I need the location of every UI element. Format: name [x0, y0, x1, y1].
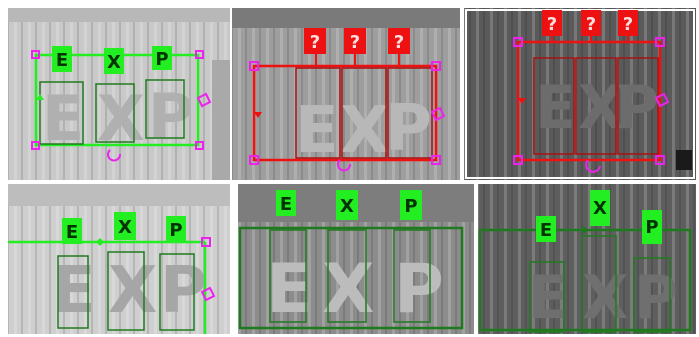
panel-top-right: E X P [464, 8, 696, 180]
svg-text:X: X [582, 263, 628, 333]
tag-label: P [155, 49, 168, 70]
svg-text:X: X [340, 94, 389, 168]
svg-text:E: E [295, 94, 339, 168]
tag-label: ? [623, 14, 633, 35]
tag-label: ? [310, 32, 320, 53]
tag-label: ? [586, 14, 596, 35]
svg-text:P: P [634, 263, 678, 333]
svg-text:E: E [528, 263, 569, 333]
tag-label: X [593, 198, 607, 219]
svg-text:P: P [394, 250, 444, 329]
panel-bottom-right: E X P [478, 184, 696, 334]
container-letter-x: X [97, 82, 145, 155]
svg-text:E: E [535, 73, 576, 143]
rotate-handle-icon [196, 92, 212, 108]
svg-text:E: E [266, 250, 312, 329]
tag-label: P [645, 217, 658, 238]
tag-label: P [404, 196, 417, 217]
tag-label: X [118, 217, 132, 238]
tag-label: P [169, 220, 182, 241]
svg-text:X: X [108, 254, 157, 328]
tag-label: E [280, 194, 292, 215]
svg-text:P: P [615, 73, 659, 143]
tag-label: E [56, 50, 68, 71]
tag-label: ? [350, 32, 360, 53]
tag-label: E [540, 220, 552, 241]
svg-text:P: P [385, 92, 432, 166]
container-letter-e: E [42, 82, 84, 155]
panel-bottom-left: E X P [8, 184, 230, 334]
svg-text:P: P [160, 254, 207, 328]
tag-label: X [340, 196, 354, 217]
tag-label: E [66, 222, 78, 243]
rotate-arc-icon [107, 149, 121, 162]
tag-labels: E X P ? ? ? ? ? ? E X P [52, 10, 662, 244]
tag-label: ? [547, 14, 557, 35]
tag-label: ? [394, 32, 404, 53]
tag-label: X [107, 52, 121, 73]
container-letter-p: P [148, 80, 193, 153]
panel-top-left: E X P [8, 8, 230, 180]
